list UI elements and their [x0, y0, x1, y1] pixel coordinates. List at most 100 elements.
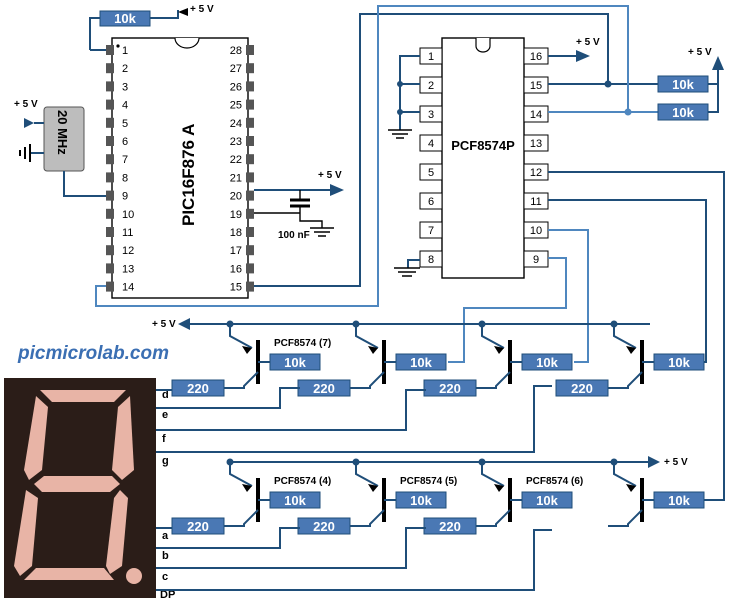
pic-pin-pad [246, 99, 254, 110]
pic-pin-number: 1 [122, 45, 128, 57]
segment-b [112, 396, 134, 480]
pic-pin-number: 9 [122, 191, 128, 203]
pic-pin-number: 11 [122, 227, 133, 239]
segment-resistor [423, 517, 477, 535]
emitter-arrow [626, 346, 636, 354]
segment-resistor-value: 220 [187, 519, 209, 534]
pcf-pin-number: 4 [428, 138, 434, 150]
base-resistor-value: 10k [410, 493, 432, 508]
segment-resistor [171, 517, 225, 535]
collector-lead [224, 371, 259, 389]
emitter-arrow [242, 346, 252, 354]
crystal-vcc: + 5 V [14, 99, 38, 110]
collector-lead [476, 371, 511, 389]
stage-tag: PCF8574 (4) [274, 476, 331, 487]
base-resistor [395, 353, 447, 371]
pic-pin-pad [106, 208, 114, 219]
seg-label-a: a [162, 530, 169, 542]
seg-label-e: e [162, 409, 168, 421]
vcc-arrow [648, 456, 660, 468]
base-resistor [395, 491, 447, 509]
stage-tag: PCF8574 (6) [526, 476, 583, 487]
pcf-pin-number: 5 [428, 167, 434, 179]
segment-g [34, 476, 120, 492]
pcf-pin-number: 7 [428, 225, 434, 237]
pcf-pin-number: 15 [530, 80, 542, 92]
segment-resistor [171, 379, 225, 397]
emitter-arrow [626, 484, 636, 492]
pcf-vcc: + 5 V [576, 37, 600, 48]
pic-pin-pad [106, 245, 114, 256]
base-resistor [269, 491, 321, 509]
base-resistor [521, 353, 573, 371]
pic-pin-number: 5 [122, 118, 128, 130]
pic-pin-number: 3 [122, 81, 128, 93]
pic-pin-pad [246, 172, 254, 183]
pic-pin-number: 24 [230, 118, 242, 130]
pic-pin-number: 4 [122, 100, 128, 112]
segment-c [106, 490, 128, 574]
pic-pin-pad [106, 154, 114, 165]
decoupling-cap: + 5 V 100 nF [254, 170, 344, 241]
pic-pin-number: 25 [230, 100, 242, 112]
segment-resistor [423, 379, 477, 397]
segment-d [24, 568, 114, 580]
pic-pin-pad [106, 99, 114, 110]
emitter-lead [613, 324, 637, 349]
pic-pin-number: 23 [230, 136, 242, 148]
pcf-pin-number: 10 [530, 225, 542, 237]
pcf-pin-number: 16 [530, 51, 542, 63]
base-resistor-value: 10k [284, 493, 306, 508]
base-resistor [521, 491, 573, 509]
pic-pin-pad [106, 117, 114, 128]
pic-pin-pad [246, 136, 254, 146]
base-resistor [269, 353, 321, 371]
seg-label-f: f [162, 433, 166, 445]
vcc-arrow [178, 318, 190, 330]
emitter-lead [355, 324, 379, 349]
segment-dp [126, 568, 142, 584]
pic-pin-number: 2 [122, 63, 128, 75]
pic-pin-number: 17 [230, 245, 242, 257]
stage-tag: PCF8574 (5) [400, 476, 457, 487]
segment-resistor [555, 379, 609, 397]
segment-resistor-value: 220 [439, 381, 461, 396]
emitter-arrow [242, 484, 252, 492]
pcf-pin-box [419, 105, 443, 123]
emitter-lead [229, 462, 253, 487]
pic-pin-number: 27 [230, 63, 242, 75]
segment-e [14, 490, 38, 576]
pcf-pin-number: 1 [428, 51, 434, 63]
pcf-pin-number: 14 [530, 109, 542, 121]
pcf-pin-box [419, 192, 443, 210]
pic-pin-pad [106, 172, 114, 183]
pcf-pullup-vcc: + 5 V [688, 47, 712, 58]
pic-name: PIC16F876 A [179, 124, 198, 226]
pic-pin-pad [106, 190, 114, 201]
pcf-pin-number: 13 [530, 138, 542, 150]
cap-label: 100 nF [278, 230, 310, 241]
collector-lead [608, 509, 643, 527]
pcf-name: PCF8574P [451, 138, 515, 153]
collector-lead [350, 371, 385, 389]
pic-pin-pad [246, 45, 254, 55]
pcf-pin-box [419, 221, 443, 239]
pic-pin-pad [106, 136, 114, 146]
pic-pin-number: 19 [230, 209, 242, 221]
seven-segment-display [4, 378, 156, 598]
pcf-pullup-r1: 10k [672, 77, 694, 92]
stage-tag: PCF8574 (7) [274, 338, 331, 349]
pic-pin-pad [106, 45, 114, 55]
pic-pin-number: 20 [230, 191, 242, 203]
i2c-pullups: 10k 10k + 5 V [95, 5, 724, 307]
base-resistor-value: 10k [668, 355, 690, 370]
pic-pin-number: 7 [122, 154, 128, 166]
pic-pin-pad [246, 81, 254, 92]
pic-pin-pad [246, 227, 254, 237]
seg-label-g: g [162, 455, 169, 467]
pic-pullup: 10k + 5 V [89, 4, 214, 51]
